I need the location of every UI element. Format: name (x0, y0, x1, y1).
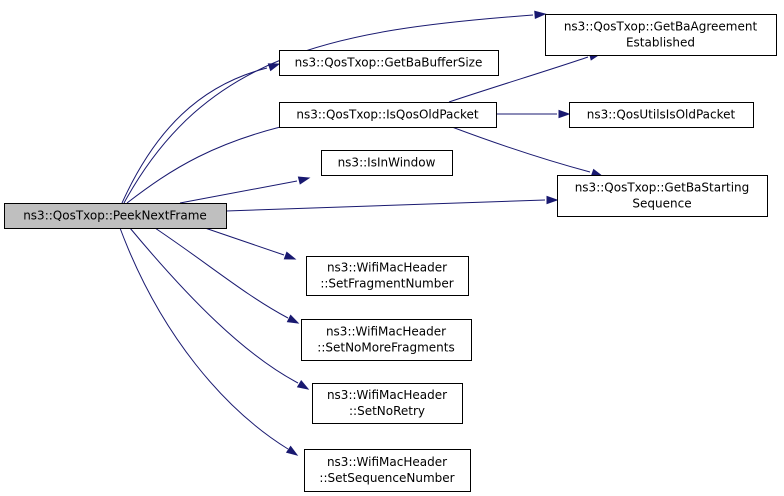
node-noretry[interactable]: ns3::WifiMacHeader::SetNoRetry (312, 383, 463, 424)
node-label: ns3::QosTxop::GetBaStarting (575, 181, 750, 195)
arrowhead-icon (283, 251, 297, 260)
edge-peek-to-starting (225, 195, 559, 212)
node-label: Sequence (632, 197, 691, 211)
edge-line (121, 67, 268, 204)
node-box[interactable] (279, 50, 499, 76)
node-label: ns3::WifiMacHeader (327, 261, 447, 275)
node-label: ns3::QosUtilsIsOldPacket (587, 108, 736, 122)
node-box[interactable] (4, 203, 227, 229)
node-box[interactable] (557, 175, 768, 217)
node-isqosold[interactable]: ns3::QosTxop::IsQosOldPacket (279, 102, 497, 128)
arrowhead-icon (296, 379, 310, 390)
arrowhead-icon (285, 445, 299, 456)
node-label: ns3::QosTxop::GetBaAgreement (564, 20, 758, 34)
node-label: ns3::QosTxop::IsQosOldPacket (296, 108, 479, 122)
node-nomore[interactable]: ns3::WifiMacHeader::SetNoMoreFragments (301, 319, 472, 361)
node-seqnum[interactable]: ns3::WifiMacHeader::SetSequenceNumber (304, 449, 471, 492)
arrowhead-icon (297, 176, 311, 185)
edge-line (204, 227, 285, 256)
node-label: Established (626, 36, 695, 50)
arrowhead-icon (546, 195, 559, 205)
node-fragment[interactable]: ns3::WifiMacHeader::SetFragmentNumber (306, 256, 469, 296)
edge-line (225, 199, 546, 212)
edge-line (451, 126, 591, 173)
node-box[interactable] (545, 14, 777, 56)
edge-line (119, 227, 289, 450)
node-label: ns3::WifiMacHeader (326, 325, 446, 339)
node-label: ns3::QosTxop::PeekNextFrame (23, 209, 207, 223)
node-label: ns3::QosTxop::GetBaBufferSize (295, 56, 483, 70)
node-label: ::SetNoRetry (349, 404, 425, 418)
node-label: ns3::WifiMacHeader (327, 388, 447, 402)
edge-line (129, 227, 299, 384)
node-box[interactable] (304, 449, 471, 492)
node-label: ::SetSequenceNumber (319, 471, 454, 485)
edge-line (154, 227, 289, 319)
node-isinwindow[interactable]: ns3::IsInWindow (321, 150, 453, 176)
edge-peek-to-noretry (129, 227, 310, 390)
node-label: ns3::WifiMacHeader (327, 455, 447, 469)
node-box[interactable] (306, 256, 469, 296)
arrowhead-icon (286, 314, 300, 324)
node-box[interactable] (321, 150, 453, 176)
edge-peek-to-nomore (154, 227, 300, 324)
node-box[interactable] (301, 319, 472, 361)
node-peek[interactable]: ns3::QosTxop::PeekNextFrame (4, 203, 227, 229)
edge-peek-to-buffersize (121, 63, 281, 204)
edge-isqosold-to-starting (451, 126, 604, 177)
node-box[interactable] (569, 102, 754, 128)
node-label: ::SetNoMoreFragments (317, 341, 454, 355)
edge-line (179, 180, 298, 204)
edge-line (126, 120, 307, 204)
node-buffersize[interactable]: ns3::QosTxop::GetBaBufferSize (279, 50, 499, 76)
edge-isqosold-to-qosutils (496, 109, 571, 119)
edge-line (448, 56, 589, 103)
nodes-layer: ns3::QosTxop::PeekNextFrame ns3::QosTxop:… (4, 14, 777, 492)
arrowhead-icon (558, 109, 571, 119)
edge-peek-to-seqnum (119, 227, 299, 456)
edge-peek-to-isqosold (126, 116, 320, 204)
node-box[interactable] (279, 102, 497, 128)
arrowhead-icon (267, 63, 281, 72)
edge-peek-to-isinwindow (179, 176, 311, 204)
node-qosutils[interactable]: ns3::QosUtilsIsOldPacket (569, 102, 754, 128)
node-label: ::SetFragmentNumber (320, 277, 453, 291)
node-label: ns3::IsInWindow (338, 156, 436, 170)
node-box[interactable] (312, 383, 463, 424)
arrowhead-icon (534, 10, 547, 20)
edge-peek-to-fragment (204, 227, 297, 260)
edges-layer (119, 10, 604, 456)
